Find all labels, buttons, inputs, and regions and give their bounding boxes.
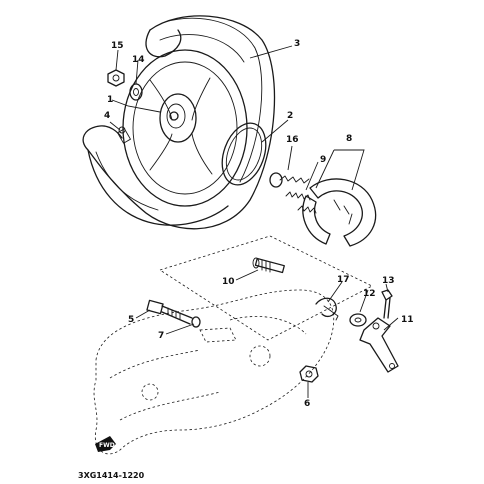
part-label-3: 3 — [294, 39, 300, 49]
part-label-2: 2 — [287, 111, 293, 121]
part-label-7: 7 — [158, 331, 164, 341]
part-label-1: 1 — [107, 95, 113, 105]
leader-lines — [109, 45, 399, 398]
fwd-label: FWD — [99, 442, 115, 449]
part-label-4: 4 — [104, 111, 110, 121]
part-label-6: 6 — [304, 399, 310, 409]
cam-and-lever — [146, 257, 399, 383]
assembly-outline — [159, 235, 373, 341]
part-label-16: 16 — [286, 135, 299, 145]
part-label-14: 14 — [132, 55, 145, 65]
part-label-10: 10 — [222, 277, 235, 287]
part-label-8: 8 — [346, 134, 352, 144]
part-label-12: 12 — [363, 289, 376, 299]
figure-code: 3XG1414-1220 — [78, 471, 145, 480]
brake-components — [221, 122, 377, 247]
part-label-15: 15 — [111, 41, 124, 51]
tire-and-wheel — [82, 15, 276, 230]
fwd-arrow-icon: FWD — [95, 436, 116, 452]
part-label-17: 17 — [337, 275, 350, 285]
part-label-5: 5 — [128, 315, 134, 325]
part-label-9: 9 — [320, 155, 326, 165]
part-number-labels: 15 14 1 4 3 2 16 8 9 10 17 13 12 5 11 7 … — [104, 39, 414, 409]
part-label-13: 13 — [382, 276, 395, 286]
part-label-11: 11 — [401, 315, 414, 325]
